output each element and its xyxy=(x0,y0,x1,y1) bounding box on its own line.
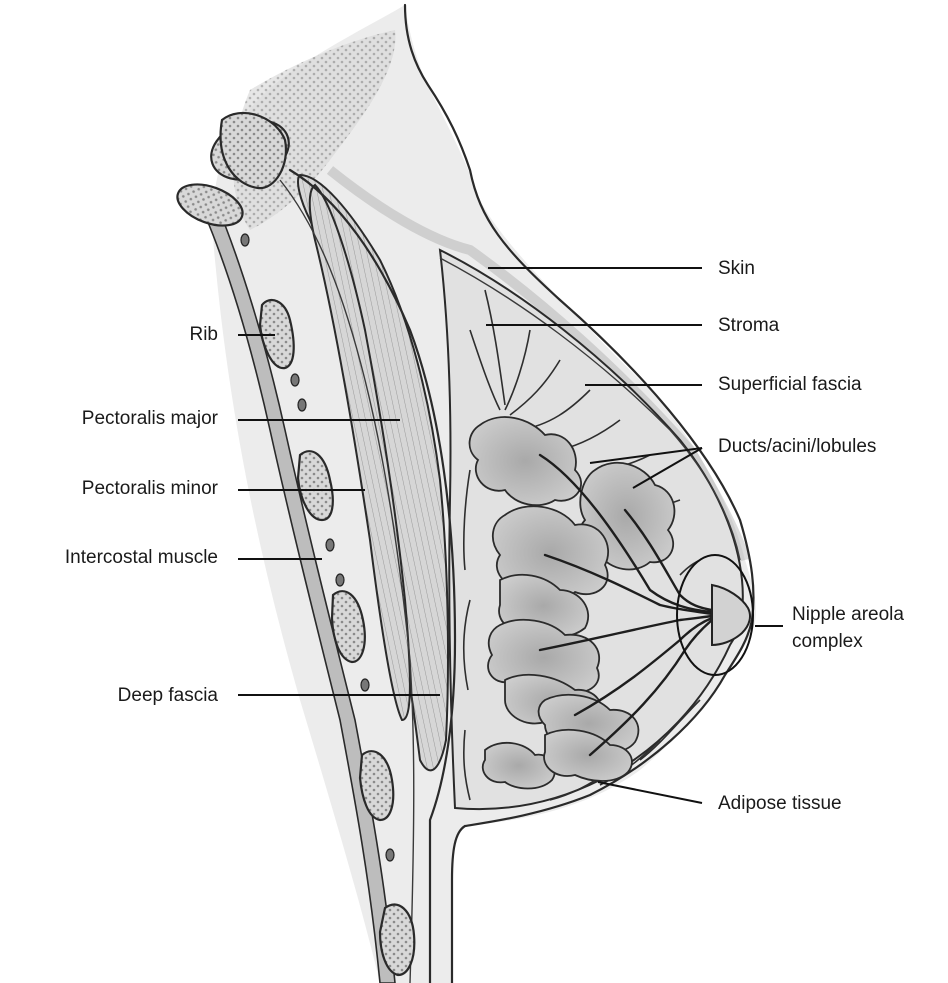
label-adipose-tissue: Adipose tissue xyxy=(718,792,842,815)
label-nipple-complex: complex xyxy=(792,630,863,653)
label-ducts-acini-lobules: Ducts/acini/lobules xyxy=(718,435,876,458)
label-pectoralis-major: Pectoralis major xyxy=(20,407,218,430)
label-deep-fascia: Deep fascia xyxy=(20,684,218,707)
label-pectoralis-minor: Pectoralis minor xyxy=(20,477,218,500)
label-intercostal-muscle: Intercostal muscle xyxy=(4,546,218,569)
label-superficial-fascia: Superficial fascia xyxy=(718,373,862,396)
label-skin: Skin xyxy=(718,257,755,280)
label-stroma: Stroma xyxy=(718,314,779,337)
label-nipple-areola: Nipple areola xyxy=(792,603,904,626)
label-rib: Rib xyxy=(120,323,218,346)
